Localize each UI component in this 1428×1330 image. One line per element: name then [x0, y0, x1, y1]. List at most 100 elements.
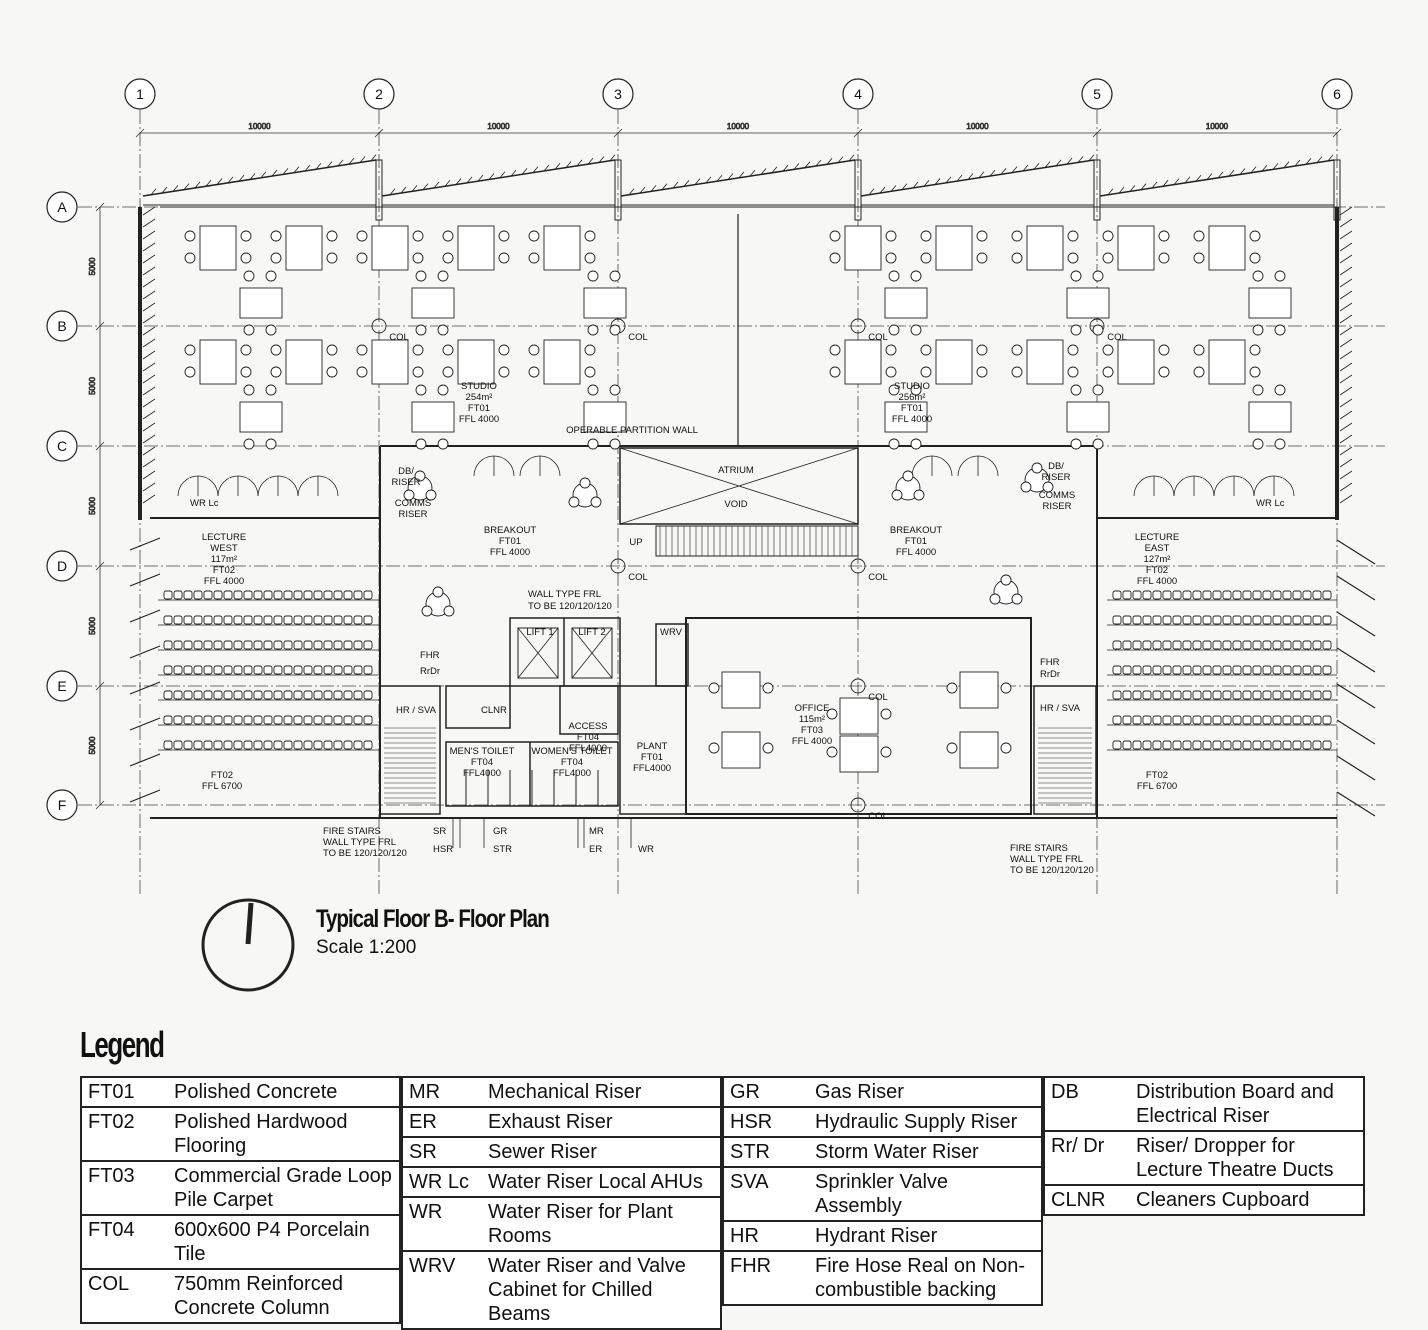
lecture-seat — [213, 665, 223, 675]
lecture-seat — [363, 715, 373, 725]
legend-code: FHR — [730, 1255, 772, 1277]
chair — [1070, 324, 1082, 336]
lecture-seat — [1172, 615, 1182, 625]
column-tag: COL — [1107, 332, 1127, 343]
chair — [568, 496, 580, 508]
lecture-seat — [1132, 690, 1142, 700]
lecture-seat — [1192, 665, 1202, 675]
dimension-text: 5000 — [88, 497, 97, 515]
chair — [708, 742, 720, 754]
chair — [1249, 252, 1261, 264]
legend-description: Exhaust Riser — [488, 1111, 613, 1133]
lecture-west-lower-label: FFL 6700 — [202, 781, 242, 792]
chair — [437, 270, 449, 282]
facade-hatch — [216, 178, 223, 185]
lecture-seat — [363, 615, 373, 625]
rrdr-tag: RrDr — [420, 666, 440, 677]
lecture-seat — [223, 590, 233, 600]
lecture-seat — [243, 590, 253, 600]
chair — [443, 605, 455, 617]
facade-hatch — [1261, 164, 1268, 172]
lecture-seat — [363, 740, 373, 750]
facade-hatch — [912, 181, 919, 189]
facade-glazing — [860, 159, 1095, 197]
mens-toilet-label: FFL4000 — [463, 768, 501, 779]
lecture-seat — [213, 640, 223, 650]
lecture-seat — [333, 665, 343, 675]
chair — [609, 384, 621, 396]
fire-stairs-tag: WALL TYPE FRL — [323, 837, 396, 848]
lecture-seat — [1252, 640, 1262, 650]
lecture-east-label: FT02 — [1146, 565, 1168, 576]
wall-hatch — [142, 314, 156, 324]
lecture-seat — [233, 715, 243, 725]
desk — [543, 225, 581, 271]
lecture-seat — [1202, 740, 1212, 750]
chair — [437, 384, 449, 396]
plant-label: FFL4000 — [633, 763, 671, 774]
lecture-seat — [1162, 740, 1172, 750]
desk — [1026, 225, 1064, 271]
breakout-west-label: FFL 4000 — [490, 547, 530, 558]
facade-hatch — [587, 157, 594, 165]
lecture-seat — [343, 665, 353, 675]
lecture-seat — [363, 640, 373, 650]
sr-tag: SR — [433, 826, 446, 837]
wall-hatch — [142, 458, 156, 468]
facade-hatch — [1118, 186, 1125, 194]
facade-hatch — [348, 157, 355, 165]
wall-hatch — [142, 254, 156, 264]
comms-riser-tag: COMMS — [395, 498, 431, 509]
door-swing — [493, 455, 515, 477]
chair — [240, 366, 252, 378]
lecture-seat — [203, 690, 213, 700]
operable-wall-tag: OPERABLE PARTITION WALL — [566, 425, 698, 436]
lecture-seat — [1272, 690, 1282, 700]
lecture-seat — [1302, 640, 1312, 650]
column-tag: COL — [628, 572, 648, 583]
chair — [829, 230, 841, 242]
facade-hatch — [1022, 164, 1029, 172]
chair — [1249, 230, 1261, 242]
grid-label-E: E — [57, 678, 66, 694]
lecture-seat — [303, 590, 313, 600]
dimension-text: 10000 — [248, 122, 271, 131]
chair — [498, 230, 510, 242]
lecture-seat — [263, 615, 273, 625]
chair — [609, 438, 621, 450]
lecture-seat — [1162, 690, 1172, 700]
lecture-seat — [1172, 640, 1182, 650]
plant-room — [619, 685, 687, 815]
lecture-seat — [333, 615, 343, 625]
desk — [199, 225, 237, 271]
chair — [910, 438, 922, 450]
wall-hatch — [142, 218, 156, 228]
chair — [762, 682, 774, 694]
studio-east-label: FFL 4000 — [892, 414, 932, 425]
lecture-seat — [1292, 665, 1302, 675]
facade-hatch — [771, 166, 778, 174]
facade-hatch — [1250, 166, 1257, 174]
facade-hatch — [488, 173, 495, 180]
legend-code: DB — [1051, 1081, 1079, 1103]
lecture-seat — [1302, 690, 1312, 700]
chair — [1000, 742, 1012, 754]
lecture-seat — [1152, 740, 1162, 750]
chair — [913, 489, 925, 501]
lecture-seat — [1262, 615, 1272, 625]
desk — [839, 735, 879, 773]
lecture-seat — [1262, 640, 1272, 650]
facade-hatch — [466, 176, 473, 184]
dimension-text: 10000 — [487, 122, 510, 131]
grid-label-B: B — [57, 318, 66, 334]
facade-hatch — [1162, 180, 1169, 187]
lecture-seat — [1182, 690, 1192, 700]
lecture-seat — [333, 740, 343, 750]
lecture-seat — [1182, 640, 1192, 650]
lecture-window — [1336, 791, 1376, 817]
chair — [528, 366, 540, 378]
lecture-seat — [283, 590, 293, 600]
